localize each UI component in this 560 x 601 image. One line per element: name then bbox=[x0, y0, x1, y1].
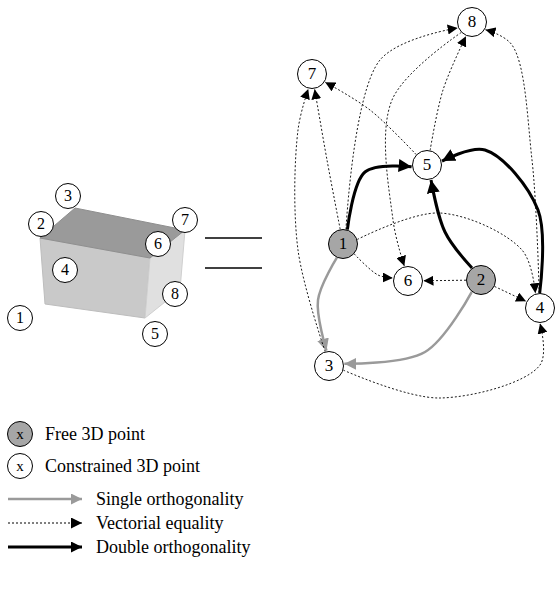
point-number: 6 bbox=[404, 271, 413, 291]
constrained-point: 4 bbox=[525, 293, 555, 323]
callout-circle: 4 bbox=[52, 257, 78, 283]
legend-entry: Double orthogonality bbox=[96, 538, 250, 556]
constrained-point: 6 bbox=[393, 266, 423, 296]
legend-entry: Vectorial equality bbox=[96, 514, 223, 532]
single-orthogonality bbox=[344, 292, 471, 364]
vectorial-equality bbox=[295, 89, 325, 351]
callout-circle: 5 bbox=[142, 321, 168, 347]
legend-text: Single orthogonality bbox=[96, 489, 244, 509]
callout-circle: 6 bbox=[145, 231, 171, 257]
double-orthogonality bbox=[431, 180, 472, 268]
vectorial-equality bbox=[346, 28, 458, 229]
point-number: 2 bbox=[37, 215, 45, 233]
legend-entry: Constrained 3D point bbox=[45, 457, 200, 475]
legend-single-line bbox=[8, 498, 82, 501]
double-orthogonality bbox=[347, 166, 411, 230]
legend-mark-text: x bbox=[16, 458, 24, 475]
vectorial-equality bbox=[430, 36, 466, 150]
vectorial-equality bbox=[354, 254, 393, 278]
constrained-point: 3 bbox=[314, 351, 344, 381]
free-point: 1 bbox=[328, 229, 358, 259]
callout-circle: 7 bbox=[172, 207, 198, 233]
legend-text: Vectorial equality bbox=[96, 513, 223, 533]
point-number: 5 bbox=[423, 155, 432, 175]
point-number: 3 bbox=[325, 356, 334, 376]
point-number: 2 bbox=[477, 270, 486, 290]
vectorial-equality bbox=[423, 280, 466, 282]
constrained-point: 7 bbox=[297, 59, 327, 89]
point-number: 7 bbox=[181, 211, 189, 229]
point-number: 3 bbox=[64, 187, 72, 205]
callout-circle: 2 bbox=[28, 211, 54, 237]
callout-circle: 1 bbox=[7, 305, 33, 331]
point-number: 8 bbox=[171, 285, 179, 303]
vectorial-equality bbox=[495, 286, 526, 301]
constrained-point: 8 bbox=[457, 7, 487, 37]
equals-line bbox=[205, 267, 262, 268]
legend-text: Double orthogonality bbox=[96, 537, 250, 557]
vectorial-equality bbox=[325, 82, 416, 154]
callout-circle: 3 bbox=[55, 183, 81, 209]
legend-double-line bbox=[8, 546, 82, 549]
box-top-face bbox=[40, 208, 185, 258]
vectorial-equality bbox=[343, 324, 543, 399]
vectorial-equality bbox=[385, 32, 461, 265]
legend-constrained-point: x bbox=[7, 453, 33, 479]
point-number: 5 bbox=[151, 325, 159, 343]
single-orthogonality bbox=[318, 258, 337, 351]
equals-line bbox=[205, 237, 262, 238]
point-number: 8 bbox=[468, 12, 477, 32]
legend-text: Free 3D point bbox=[45, 424, 145, 444]
legend-entry: Free 3D point bbox=[45, 425, 145, 443]
vectorial-equality bbox=[357, 213, 535, 293]
legend-equality-line bbox=[8, 523, 82, 524]
legend-entry: Single orthogonality bbox=[96, 490, 244, 508]
vectorial-equality bbox=[315, 89, 341, 229]
point-number: 6 bbox=[154, 235, 162, 253]
point-number: 1 bbox=[16, 309, 24, 327]
free-point: 2 bbox=[466, 265, 496, 295]
point-number: 4 bbox=[536, 298, 545, 318]
legend-text: Constrained 3D point bbox=[45, 456, 200, 476]
point-number: 4 bbox=[61, 261, 69, 279]
constrained-point: 5 bbox=[412, 150, 442, 180]
point-number: 1 bbox=[339, 234, 348, 254]
vectorial-equality bbox=[485, 30, 539, 293]
callout-circle: 8 bbox=[162, 281, 188, 307]
legend-mark-text: x bbox=[16, 426, 24, 443]
legend-free-point: x bbox=[7, 421, 33, 447]
point-number: 7 bbox=[308, 64, 317, 84]
